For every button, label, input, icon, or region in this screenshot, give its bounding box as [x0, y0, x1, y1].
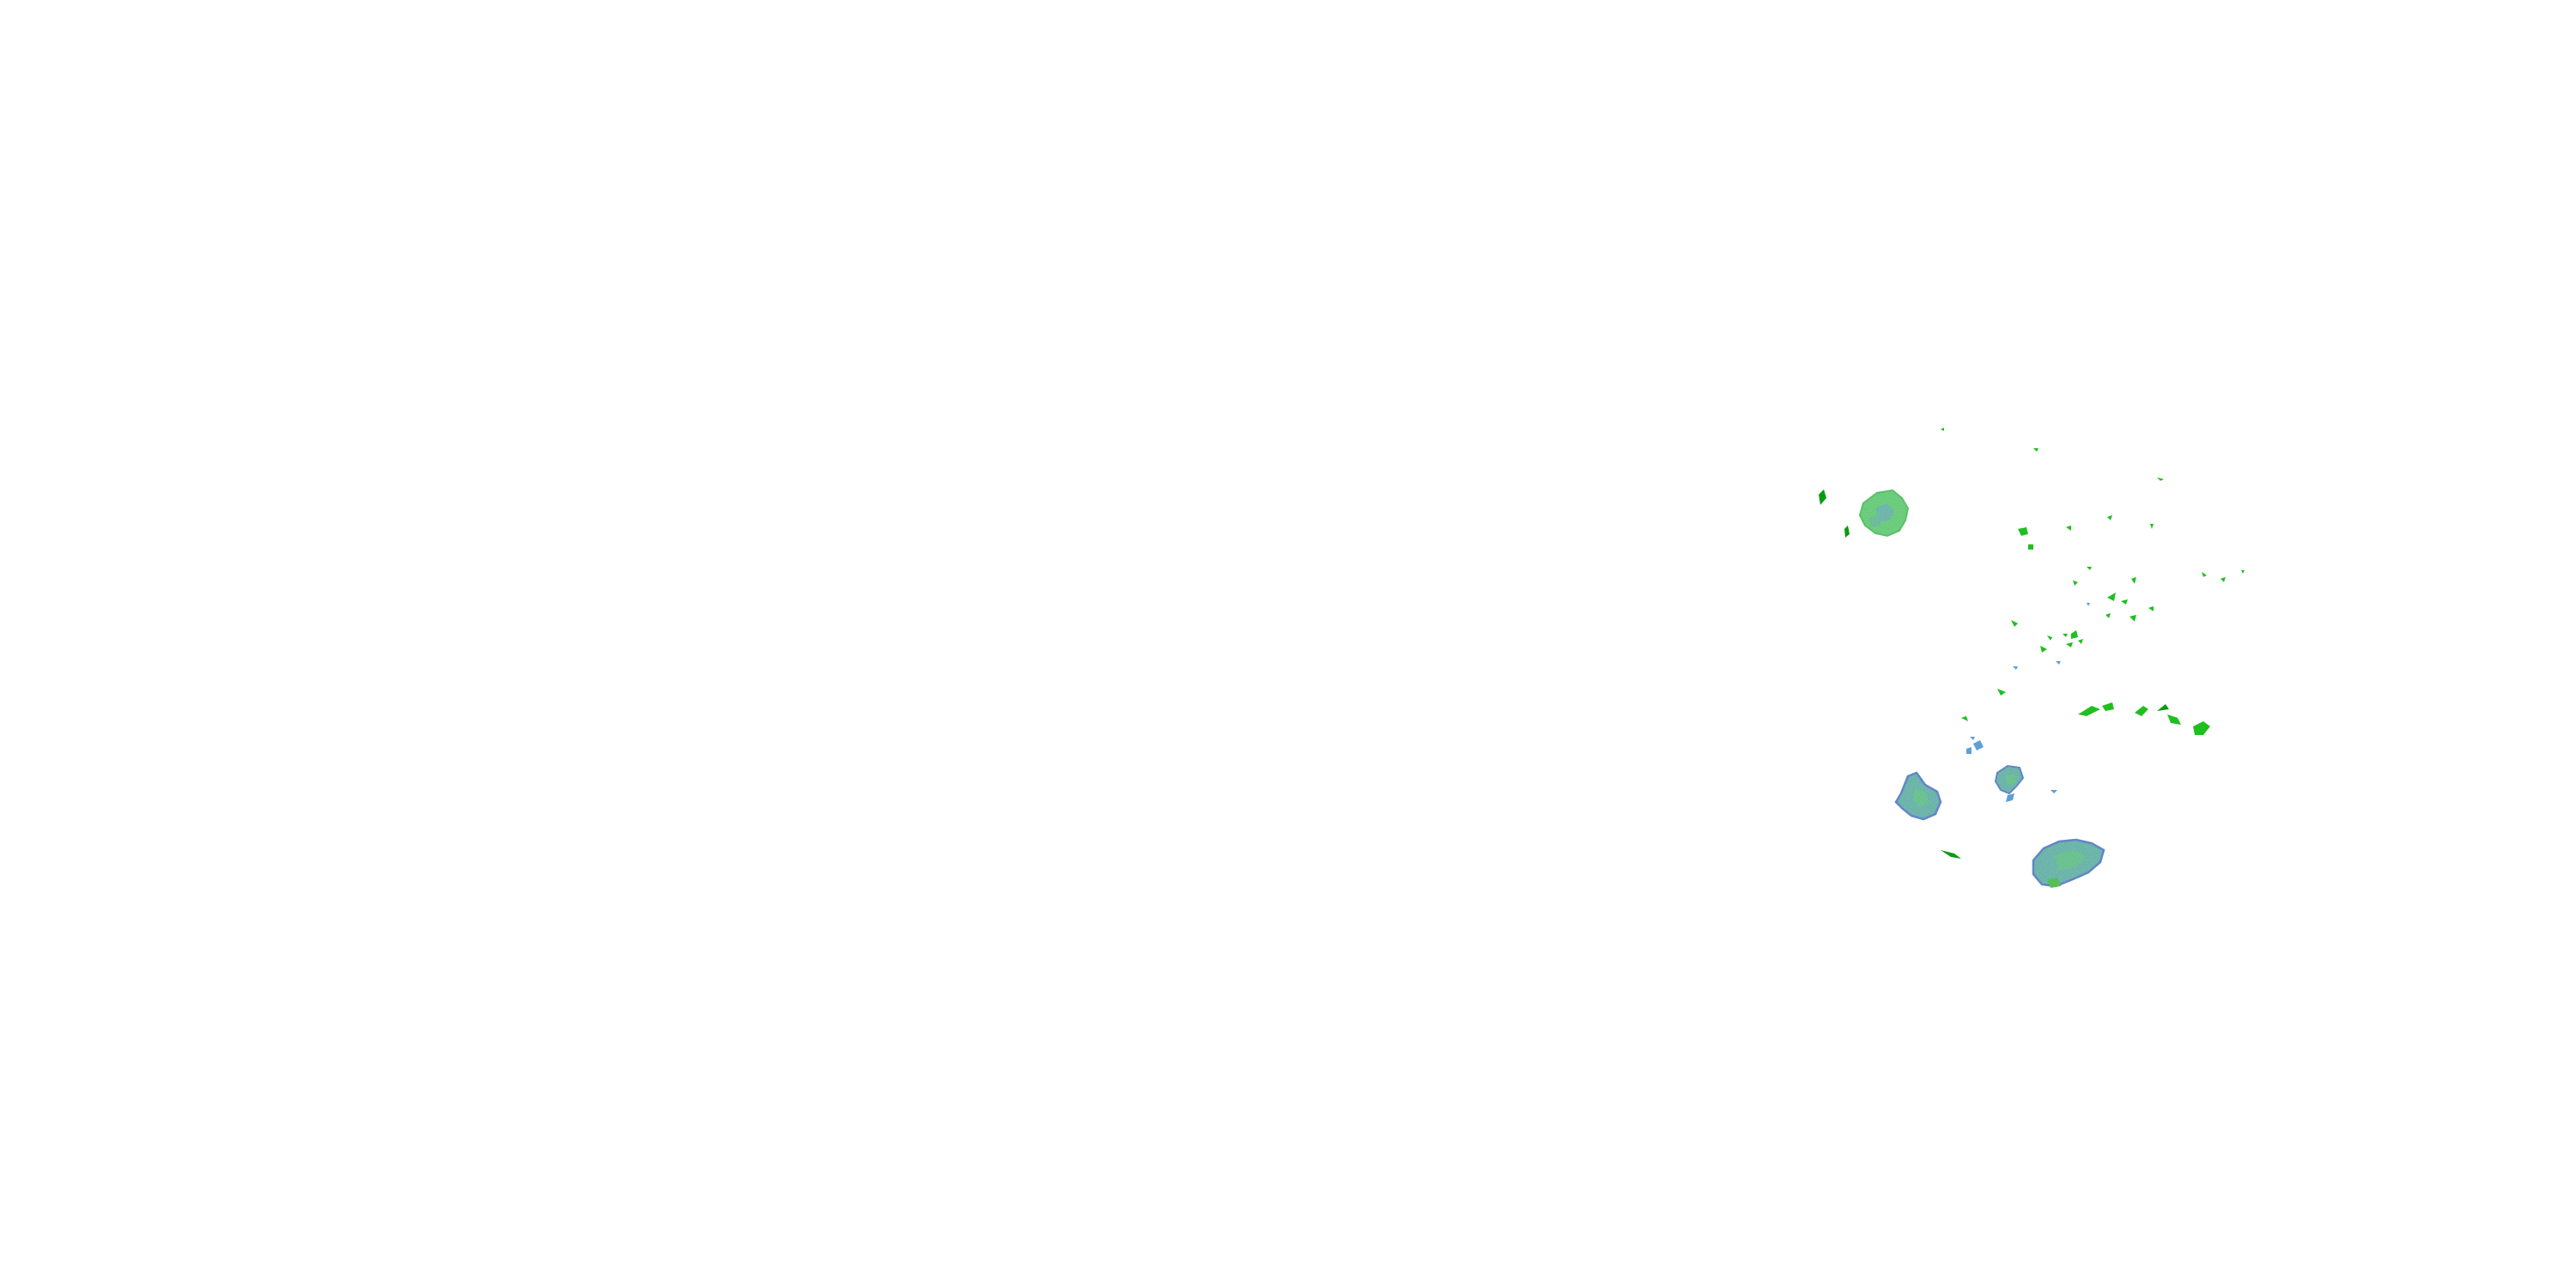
precip-cell-northwest: [1858, 489, 1910, 538]
precip-fleck: [1819, 489, 1826, 505]
precip-streak: [1941, 850, 1961, 859]
precip-scatter-blue: [1970, 603, 2090, 793]
precip-cell-central: [1994, 764, 2025, 795]
precip-cell-south: [2032, 838, 2105, 888]
precip-cell-west: [1894, 771, 1942, 821]
precip-fleck: [1973, 740, 1984, 750]
precip-scatter: [1941, 428, 2245, 721]
precip-fleck: [2006, 793, 2014, 802]
precip-fleck: [1844, 526, 1850, 538]
precip-cluster-east: [2078, 702, 2210, 735]
precip-fleck: [1966, 747, 1971, 754]
